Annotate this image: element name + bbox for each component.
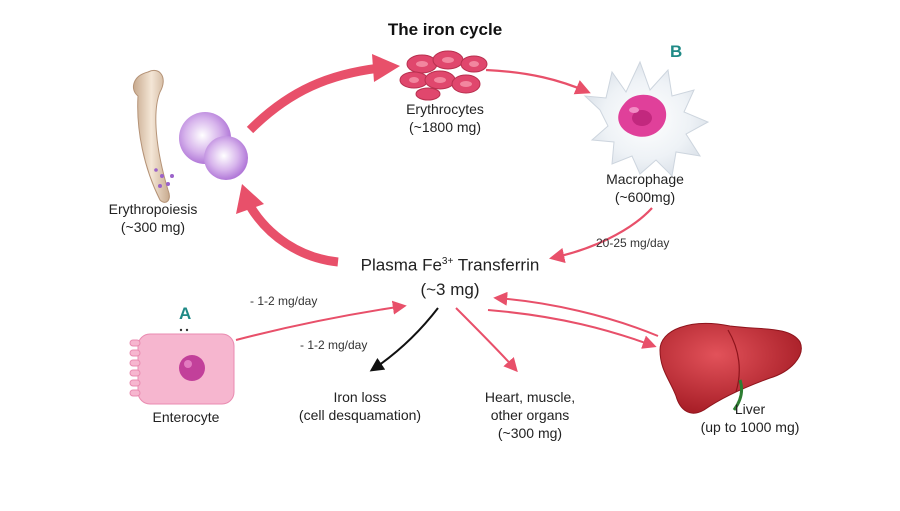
macrophage-rate-label: 20-25 mg/day xyxy=(596,236,670,250)
liver-amount: (up to 1000 mg) xyxy=(700,419,800,435)
erythrocytes-label: Erythrocytes (~1800 mg) xyxy=(380,100,510,136)
plasma-to-liver-arrow xyxy=(487,309,657,349)
plasma-superscript: 3+ xyxy=(441,256,454,267)
liver-illustration xyxy=(659,323,802,414)
liver-label: Liver (up to 1000 mg) xyxy=(680,400,820,436)
enterocyte-label: Enterocyte xyxy=(152,409,220,425)
organs-label: Heart, muscle, other organs (~300 mg) xyxy=(460,388,600,442)
plasma-to-erythropoiesis-arrow xyxy=(236,184,339,267)
liver-name: Liver xyxy=(734,401,766,417)
diagram-title: The iron cycle xyxy=(387,20,503,39)
erythrocytes-amount: (~1800 mg) xyxy=(409,119,481,135)
plasma-to-iron-loss-arrow xyxy=(369,307,439,372)
erythrocytes-illustration xyxy=(399,50,488,101)
macrophage-label: Macrophage (~600mg) xyxy=(580,170,710,206)
erythrocytes-name: Erythrocytes xyxy=(406,101,484,117)
plasma-name-pre: Plasma Fe xyxy=(360,255,442,275)
organs-line3: (~300 mg) xyxy=(497,425,563,441)
plasma-transferrin-label: Plasma Fe3+ Transferrin (~3 mg) xyxy=(330,250,570,302)
iron-loss-label: Iron loss (cell desquamation) xyxy=(280,388,440,424)
macrophage-to-plasma-arrow xyxy=(548,207,653,263)
bone-illustration xyxy=(132,70,174,203)
liver-to-plasma-arrow xyxy=(493,291,659,337)
erythrocytes-to-macrophage-arrow xyxy=(485,68,591,95)
plasma-amount: (~3 mg) xyxy=(420,279,480,299)
macrophage-illustration xyxy=(583,60,710,178)
macrophage-letter: B xyxy=(670,42,683,61)
erythropoiesis-to-erythrocytes-arrow xyxy=(246,54,400,134)
blood-precursor-cells xyxy=(179,112,248,180)
enterocyte-rate-label: - 1-2 mg/day xyxy=(250,294,318,308)
erythropoiesis-amount: (~300 mg) xyxy=(120,219,186,235)
macrophage-name: Macrophage xyxy=(606,171,684,187)
enterocyte-to-plasma-arrow xyxy=(235,300,407,341)
plasma-to-organs-arrow xyxy=(455,307,518,373)
organs-line2: other organs xyxy=(490,407,570,423)
iron-loss-line2: (cell desquamation) xyxy=(298,407,422,423)
organs-line1: Heart, muscle, xyxy=(484,389,576,405)
erythropoiesis-label: Erythropoiesis (~300 mg) xyxy=(88,200,218,236)
macrophage-amount: (~600mg) xyxy=(614,189,676,205)
iron-loss-rate-label: - 1-2 mg/day xyxy=(300,338,368,352)
erythropoiesis-name: Erythropoiesis xyxy=(108,201,198,217)
plasma-name-post: Transferrin xyxy=(453,255,540,275)
plasma-name: Plasma Fe3+ Transferrin xyxy=(330,250,570,278)
enterocyte-letter: A xyxy=(179,304,192,323)
enterocyte-illustration xyxy=(129,328,235,405)
iron-loss-line1: Iron loss xyxy=(333,389,387,405)
